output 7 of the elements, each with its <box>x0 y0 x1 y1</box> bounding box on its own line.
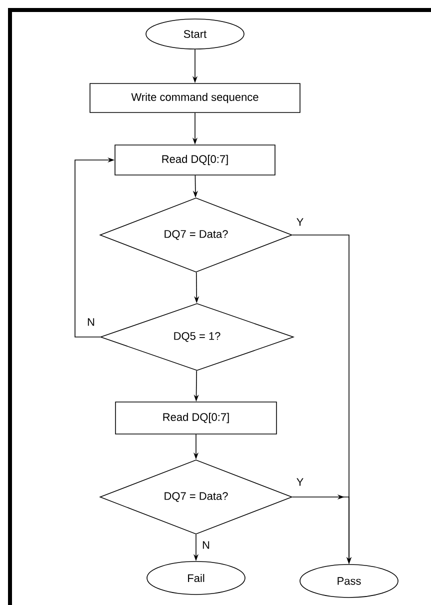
edge-label: N <box>86 317 96 327</box>
process-box: Read DQ[0:7] <box>115 402 277 434</box>
edge-label: Y <box>295 477 305 487</box>
edge-label: Y <box>295 217 305 227</box>
process-box: Read DQ[0:7] <box>114 144 276 176</box>
process-box: Write command sequence <box>90 83 300 113</box>
edge-label: N <box>201 540 211 550</box>
